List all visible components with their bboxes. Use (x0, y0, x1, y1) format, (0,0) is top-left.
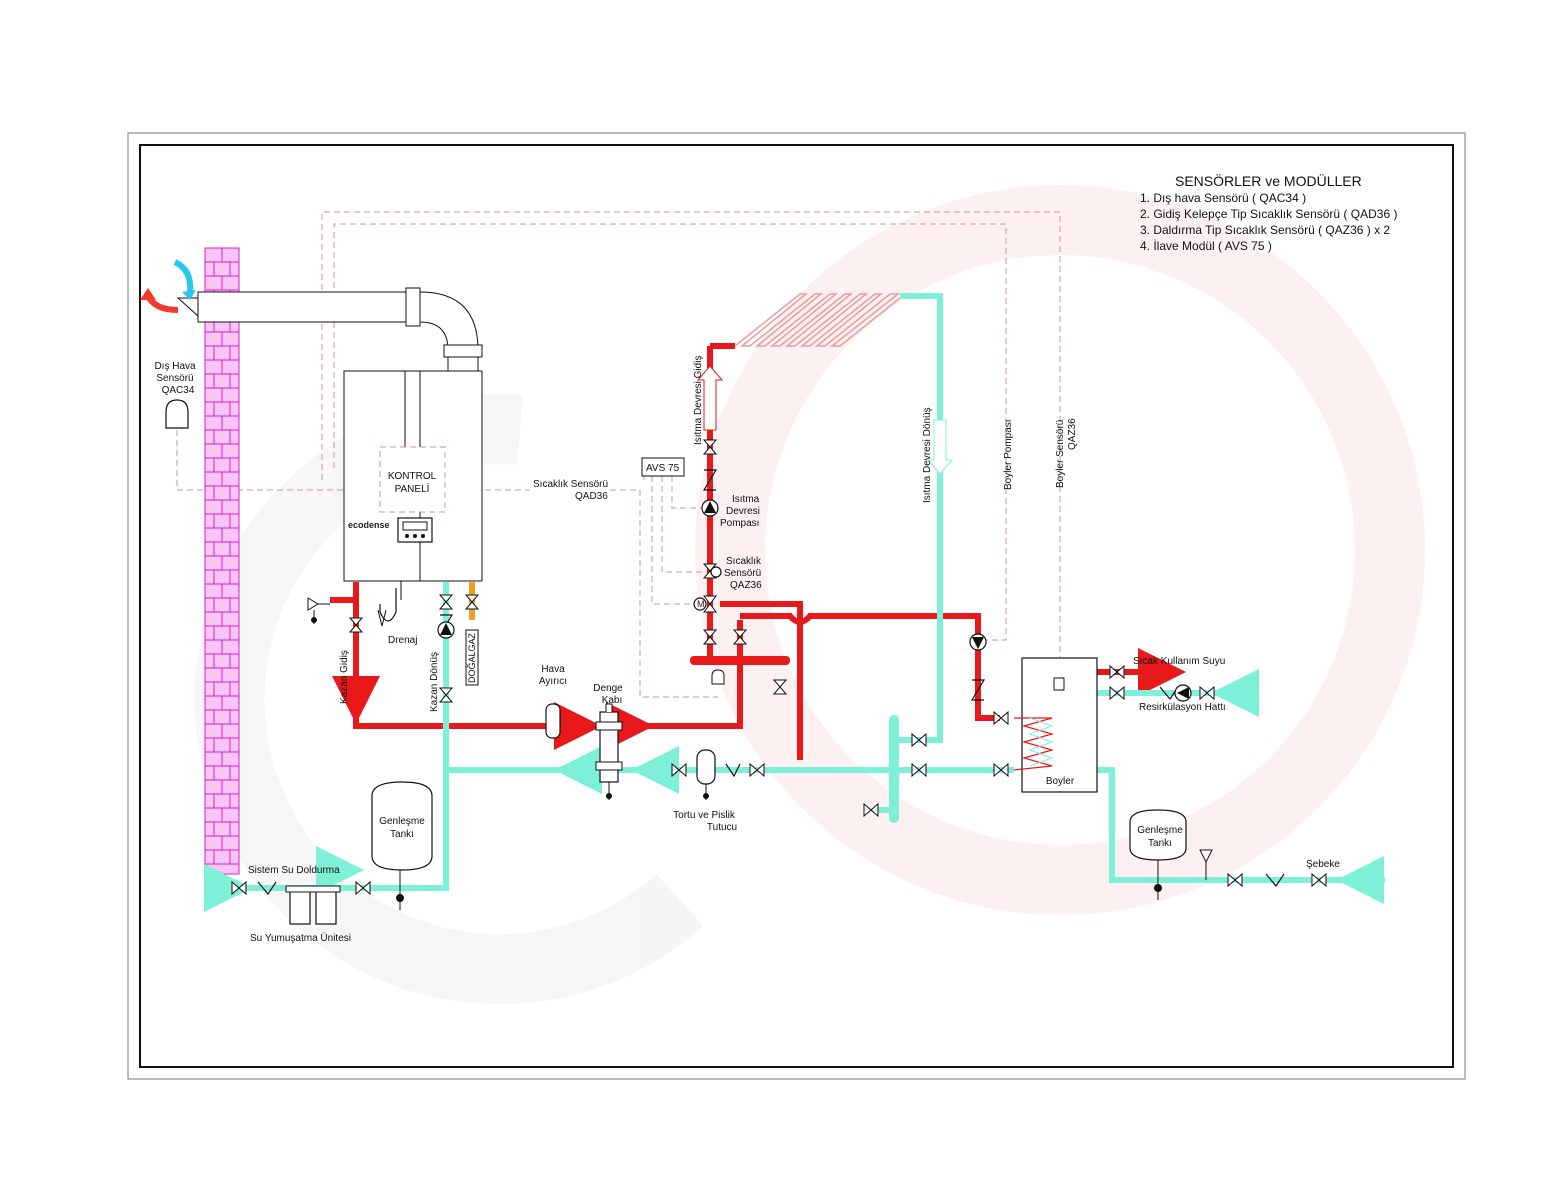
air-separator-label-1: Hava (541, 664, 565, 675)
legend: SENSÖRLER ve MODÜLLER 1. Dış hava Sensör… (1140, 172, 1397, 253)
mixing-valve-motor-icon (693, 597, 707, 611)
legend-item-1: 1. Dış hava Sensörü ( QAC34 ) (1140, 191, 1306, 205)
gas-label: DOĞALGAZ (467, 632, 477, 683)
expansion-tank-left-label-2: Tankı (390, 829, 414, 840)
drain-label: Drenaj (388, 635, 417, 646)
air-separator (545, 703, 561, 739)
softener-label: Su Yumuşatma Ünitesi (250, 932, 351, 944)
avs-label: AVS 75 (646, 463, 680, 474)
heating-pump-label-1: Isıtma (732, 494, 760, 505)
balance-tank-label-1: Denge (593, 683, 623, 694)
dirt-separator-label-2: Tutucu (707, 822, 737, 833)
boiler-sensor-label-1: Boyler Sensörü (1055, 420, 1066, 488)
floor-heating-coil (734, 293, 906, 347)
legend-item-3: 3. Daldırma Tip Sıcaklık Sensörü ( QAZ36… (1140, 223, 1390, 237)
cylinder-label: Boyler (1046, 776, 1075, 787)
air-intake-arrow-icon (173, 259, 194, 293)
svg-text:M: M (697, 599, 705, 609)
gas-pipe-section (465, 629, 479, 686)
control-panel-label-2: PANELİ (395, 482, 430, 495)
immersion-sensor-icon (710, 566, 722, 578)
boiler-flow-label: Kazan Gidiş (339, 650, 350, 704)
immersion-sensor-label-2: Sensörü (724, 568, 761, 579)
brand-logo: ecodense (348, 520, 390, 530)
boiler-unit: KONTROL PANELİ ecodense Drenaj (343, 370, 483, 646)
boiler-sensor-label-2: QAZ36 (1067, 418, 1078, 450)
expansion-tank-right-label-1: Genleşme (1137, 825, 1183, 836)
heating-return-arrow-icon (926, 419, 954, 475)
legend-title: SENSÖRLER ve MODÜLLER (1175, 172, 1362, 189)
heating-pump-label-2: Devresi (726, 506, 760, 517)
legend-item-2: 2. Gidiş Kelepçe Tip Sıcaklık Sensörü ( … (1140, 207, 1397, 221)
heating-flow-arrow-icon (696, 365, 724, 431)
heating-flow-label: Isıtma Devresi Gidiş (693, 356, 704, 445)
dirt-separator (696, 749, 716, 785)
strainer-icon (725, 763, 741, 778)
dirt-separator-label-1: Tortu ve Pislik (673, 810, 736, 821)
air-separator-label-2: Ayırıcı (539, 676, 567, 687)
boiler-return-label: Kazan Dönüş (429, 652, 440, 712)
safety-valve-icon (1199, 849, 1213, 880)
flue-pipe (140, 259, 483, 372)
recirculation-label: Resirkülasyon Hattı (1139, 702, 1226, 713)
hot-water-label: Sıcak Kullanım Suyu (1133, 656, 1225, 667)
expansion-tank-left-label-1: Genleşme (379, 816, 425, 827)
flow-sensor-icon (711, 669, 725, 685)
flow-sensor-label-2: QAD36 (575, 491, 608, 502)
component-labels: Sıcaklık Sensörü QAD36 Isıtma Devresi Po… (248, 356, 1340, 944)
valves (231, 439, 1327, 896)
legend-item-4: 4. İlave Modül ( AVS 75 ) (1140, 239, 1272, 253)
balance-tank-label-2: Kabı (602, 695, 623, 706)
control-panel-label-1: KONTROL (388, 471, 437, 482)
chimney (204, 247, 240, 875)
immersion-sensor-label-1: Sıcaklık (726, 556, 762, 567)
hot-header (690, 656, 790, 665)
cylinder-sensor-icon (1053, 677, 1065, 691)
immersion-sensor-label-3: QAZ36 (730, 580, 762, 591)
hot-water-cylinder: Boyler (1013, 657, 1098, 793)
heating-return-label: Isıtma Devresi Dönüş (922, 407, 933, 503)
expansion-tank-left: Genleşme Tankı (371, 781, 433, 910)
inner-frame (139, 144, 1454, 1068)
outdoor-sensor-label-3: QAC34 (162, 385, 195, 396)
flow-sensor-label-1: Sıcaklık Sensörü (533, 479, 608, 490)
heating-pump-label-3: Pompası (720, 518, 759, 529)
pumps (437, 499, 1192, 702)
expansion-tank-right: Genleşme Tankı (1129, 809, 1187, 900)
avs-module (641, 457, 685, 477)
outdoor-sensor-label-1: Dış Hava (154, 361, 196, 372)
expansion-tank-right-label-2: Tankı (1148, 838, 1172, 849)
water-softener (285, 885, 341, 925)
boiler-pump-label: Boyler Pompası (1003, 419, 1014, 490)
outdoor-sensor-label-2: Sensörü (156, 373, 193, 384)
system-fill-label: Sistem Su Doldurma (248, 865, 340, 876)
outer-frame (127, 132, 1466, 1080)
outdoor-sensor: Dış Hava Sensörü QAC34 (154, 361, 196, 429)
mains-label: Şebeke (1306, 859, 1340, 870)
